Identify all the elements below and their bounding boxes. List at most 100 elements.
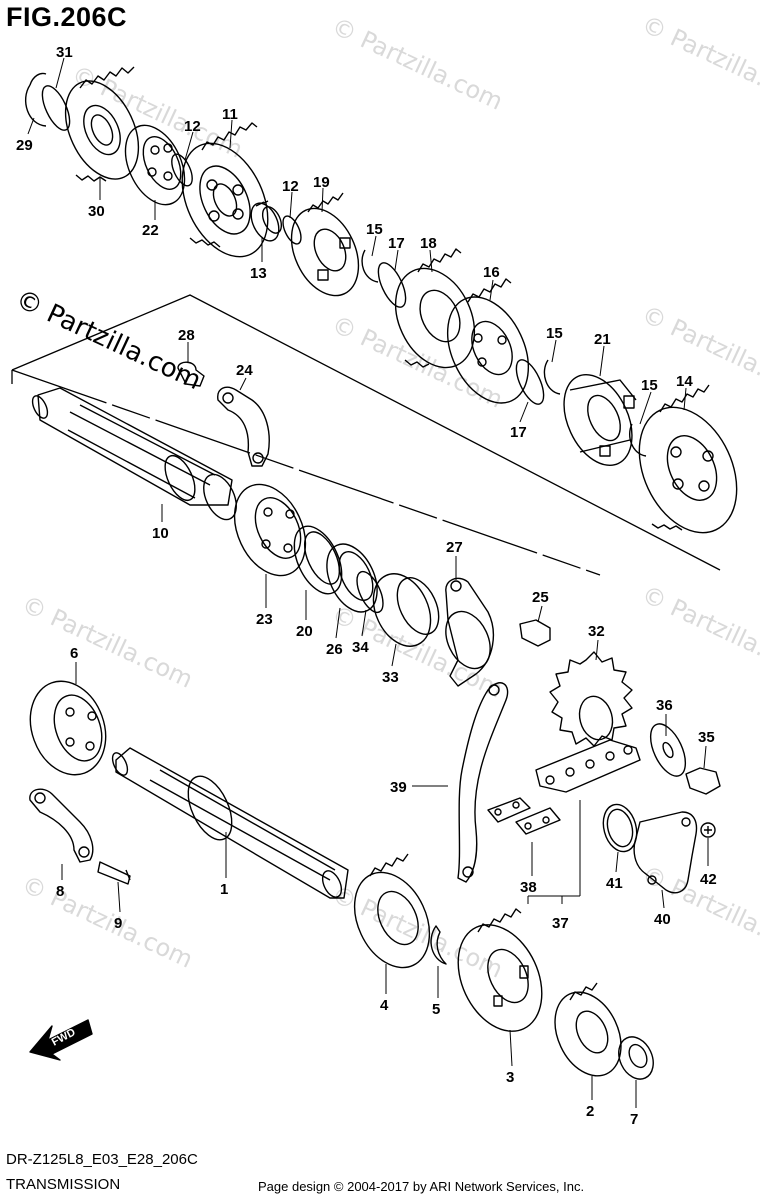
callout-17: 17 <box>388 235 405 252</box>
chain-joint-38 <box>487 797 561 835</box>
callout-36: 36 <box>656 697 673 714</box>
washer-12b <box>282 215 302 245</box>
callout-8: 8 <box>56 883 64 900</box>
gear-21 <box>563 373 637 467</box>
circlip-15 <box>361 249 379 283</box>
callout-10: 10 <box>152 525 169 542</box>
callout-30: 30 <box>88 203 105 220</box>
callout-41: 41 <box>606 875 623 892</box>
countershaft-frame <box>11 294 721 576</box>
callout-24: 24 <box>236 362 253 379</box>
watermark: © Partzilla.com <box>637 580 760 684</box>
callout-5: 5 <box>432 1001 440 1018</box>
gear-18 <box>394 248 476 369</box>
callout-35: 35 <box>698 729 715 746</box>
callout-14: 14 <box>676 373 693 390</box>
callout-39: 39 <box>390 779 407 796</box>
bearing-6 <box>29 680 107 776</box>
fwd-arrow-icon <box>29 1019 93 1061</box>
watermark: © Partzilla.com <box>17 870 197 974</box>
retainer-24 <box>217 386 270 467</box>
watermark-group: © Partzilla.com © Partzilla.com © Partzi… <box>17 10 760 984</box>
collar-33 <box>372 573 440 647</box>
bolt-28 <box>177 361 205 387</box>
chain-guide-39 <box>457 682 509 883</box>
figure-code: DR-Z125L8_E03_E28_206C <box>6 1151 198 1168</box>
circlip-29 <box>25 72 47 127</box>
spacer-26 <box>326 543 378 613</box>
watermark: © Partzilla.com <box>327 12 507 116</box>
callout-33: 33 <box>382 669 399 686</box>
page-credit: Page design © 2004-2017 by ARI Network S… <box>258 1179 585 1194</box>
callout-29: 29 <box>16 137 33 154</box>
callout-18: 18 <box>420 235 437 252</box>
washer-36 <box>649 723 687 777</box>
callout-2: 2 <box>586 1103 594 1120</box>
callout-12b: 12 <box>282 178 299 195</box>
cover-40 <box>633 811 698 894</box>
callout-9: 9 <box>114 915 122 932</box>
chain-37 <box>535 739 641 793</box>
callout-16: 16 <box>483 264 500 281</box>
callout-32: 32 <box>588 623 605 640</box>
bolt-35 <box>685 767 721 795</box>
screw-9 <box>97 861 131 885</box>
callout-6: 6 <box>70 645 78 662</box>
callout-15c: 15 <box>641 377 658 394</box>
callout-labels: 31 29 30 22 12 11 12 19 13 15 17 18 16 1… <box>16 44 717 1128</box>
callout-31: 31 <box>56 44 73 61</box>
bearing-23 <box>233 483 307 577</box>
callout-13: 13 <box>250 265 267 282</box>
countershaft-10 <box>31 387 237 521</box>
gear-14 <box>638 384 738 534</box>
washer-17 <box>377 262 407 308</box>
callout-7: 7 <box>630 1111 638 1128</box>
gear-19 <box>290 192 360 297</box>
oring-41 <box>602 803 638 853</box>
callout-42: 42 <box>700 871 717 888</box>
callout-11: 11 <box>222 106 238 123</box>
circlip-15b <box>543 359 561 395</box>
circlip-5 <box>430 925 447 965</box>
callout-27: 27 <box>446 539 463 556</box>
bushing-13 <box>250 200 283 242</box>
gear-30 <box>64 66 140 182</box>
retainer-8 <box>29 788 94 863</box>
screw-42 <box>700 822 716 838</box>
callout-20: 20 <box>296 623 313 640</box>
callout-25: 25 <box>532 589 549 606</box>
watermark: © Partzilla.com <box>17 590 197 694</box>
callout-17b: 17 <box>510 424 527 441</box>
leader-lines <box>27 57 709 1108</box>
washer-17b <box>515 359 545 405</box>
callout-37: 37 <box>552 915 569 932</box>
callout-19: 19 <box>313 174 330 191</box>
figure-title: FIG.206C <box>6 2 128 32</box>
circlip-15c <box>628 423 647 457</box>
gear-4 <box>353 853 431 969</box>
washer-31 <box>41 85 71 131</box>
callout-15b: 15 <box>546 325 563 342</box>
section-title: TRANSMISSION <box>6 1176 121 1193</box>
gear-3 <box>457 908 543 1032</box>
callout-15: 15 <box>366 221 383 238</box>
washer-12 <box>171 153 193 187</box>
gear-11 <box>181 122 269 258</box>
plate-27 <box>445 577 495 687</box>
callout-26: 26 <box>326 641 343 658</box>
callout-38: 38 <box>520 879 537 896</box>
mainshaft-1 <box>111 747 349 899</box>
callout-12: 12 <box>184 118 201 135</box>
callout-22: 22 <box>142 222 159 239</box>
callout-3: 3 <box>506 1069 514 1086</box>
callout-28: 28 <box>178 327 195 344</box>
sprocket-32 <box>549 651 633 747</box>
callout-23: 23 <box>256 611 273 628</box>
gear-2 <box>554 982 622 1077</box>
oring-34 <box>356 570 384 614</box>
seal-20 <box>293 525 343 595</box>
watermark: © Partzilla.com <box>637 10 760 114</box>
callout-21: 21 <box>594 331 611 348</box>
callout-34: 34 <box>352 639 369 656</box>
